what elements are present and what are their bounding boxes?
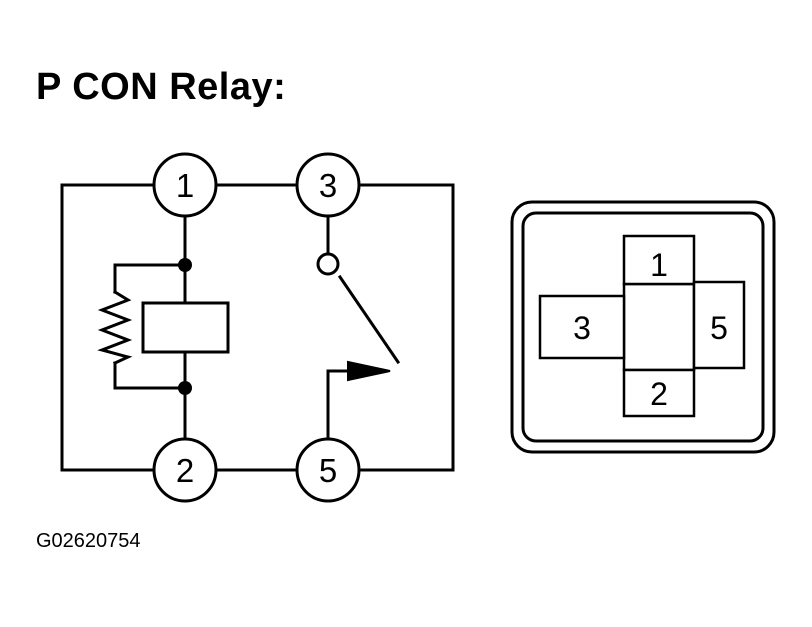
terminal-label: 5 bbox=[319, 452, 337, 489]
terminal-5: 5 bbox=[295, 437, 361, 503]
diagram-title: P CON Relay: bbox=[36, 66, 287, 108]
connector-pin-label: 1 bbox=[650, 247, 668, 283]
relay-coil bbox=[141, 301, 230, 354]
connector-pin-1 bbox=[622, 234, 696, 286]
junction-dot bbox=[178, 258, 192, 272]
resistor-zigzag bbox=[97, 289, 133, 365]
connector-inner-frame bbox=[521, 211, 765, 443]
terminal-label: 2 bbox=[176, 452, 194, 489]
relay-schematic bbox=[60, 183, 455, 472]
switch-pivot bbox=[316, 252, 340, 276]
terminal-3: 3 bbox=[295, 152, 361, 218]
switch-arm bbox=[337, 274, 401, 365]
wire-top-left bbox=[60, 183, 157, 472]
terminal-2: 2 bbox=[152, 437, 218, 503]
connector-pin-3 bbox=[538, 294, 626, 360]
wire-switch-terminal-5 bbox=[326, 369, 354, 442]
connector-pin-label: 3 bbox=[573, 310, 591, 346]
relay-connector-face: 1 2 3 5 bbox=[510, 200, 776, 454]
connector-pin-label: 2 bbox=[650, 376, 668, 412]
terminal-label: 3 bbox=[319, 167, 337, 204]
terminal-label: 1 bbox=[176, 167, 194, 204]
connector-pin-2 bbox=[622, 368, 696, 418]
wire-resistor-bottom bbox=[113, 361, 187, 390]
connector-body bbox=[622, 282, 696, 372]
wire-top-right bbox=[360, 183, 455, 472]
junction-dot bbox=[178, 381, 192, 395]
terminal-1: 1 bbox=[152, 152, 218, 218]
connector-pin-label: 5 bbox=[710, 310, 728, 346]
figure-code: G02620754 bbox=[36, 530, 141, 552]
contact-arrowhead bbox=[347, 360, 391, 382]
connector-pin-5 bbox=[692, 280, 746, 370]
wire-resistor-top bbox=[113, 263, 187, 294]
